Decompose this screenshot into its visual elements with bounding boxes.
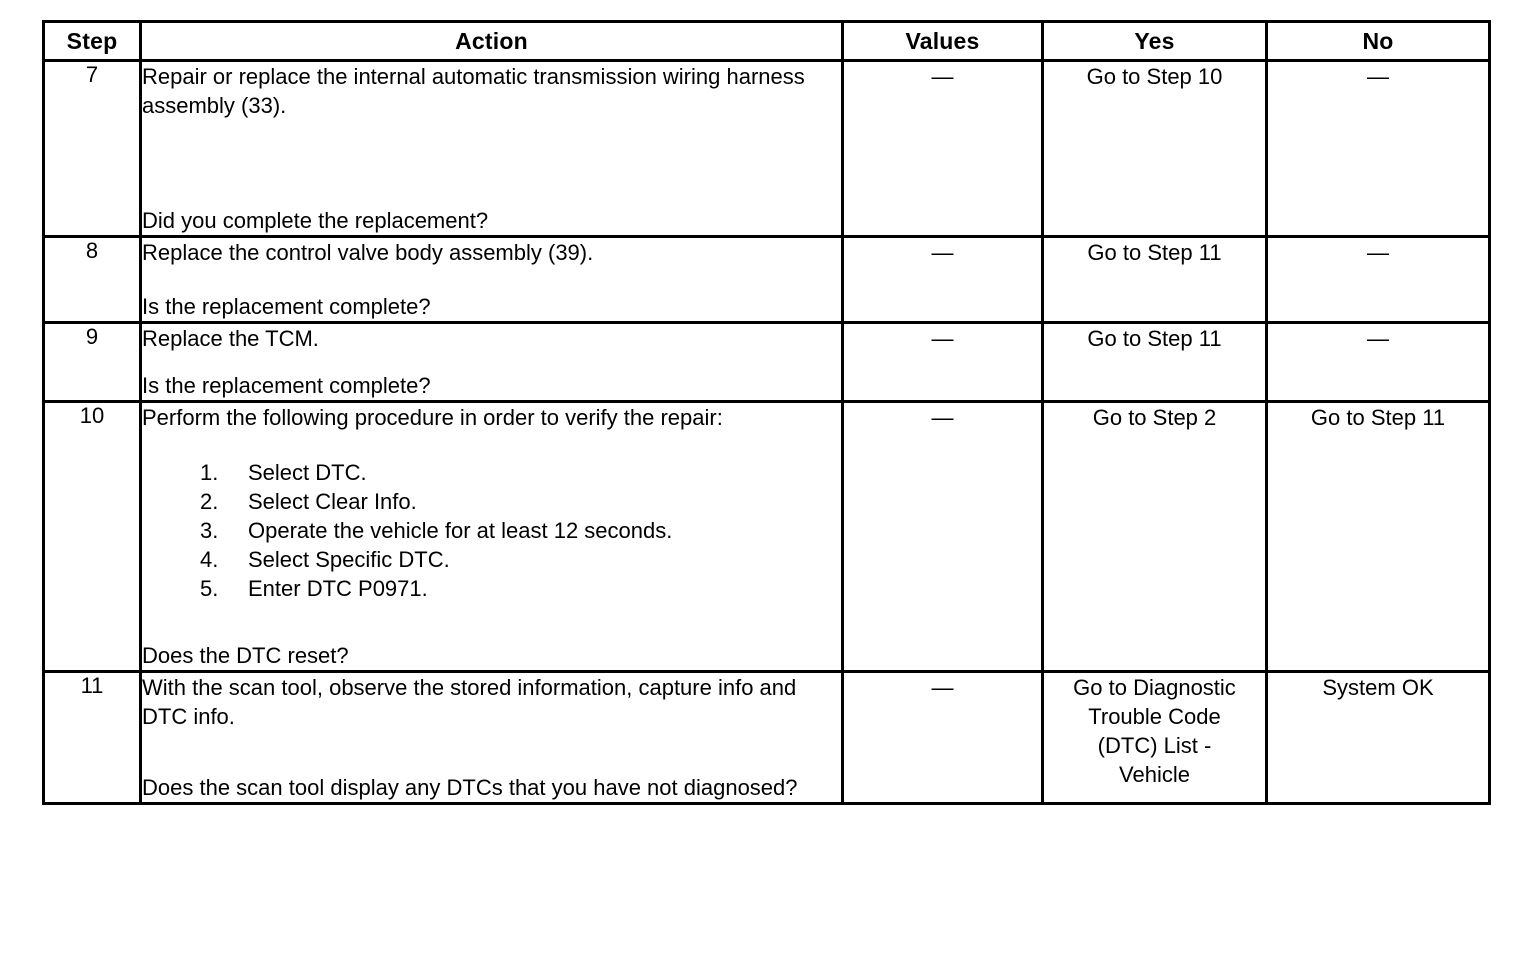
table-header: Step Action Values Yes No <box>42 20 1491 62</box>
spacer <box>142 603 841 641</box>
yes-result-cell: Go to Step 2 <box>1041 400 1268 673</box>
values-cell: — <box>841 400 1044 673</box>
column-header-yes: Yes <box>1041 20 1268 62</box>
action-question: Did you complete the replacement? <box>142 208 489 233</box>
list-item: Select DTC. <box>200 458 367 487</box>
yes-result-cell: Go to Step 11 <box>1041 321 1268 403</box>
action-instruction: Replace the TCM. <box>142 326 319 351</box>
action-cell: Replace the TCM. Is the replacement comp… <box>139 321 844 403</box>
table-row: 10 Perform the following procedure in or… <box>42 400 1491 673</box>
action-instruction: With the scan tool, observe the stored i… <box>142 675 797 729</box>
column-header-step: Step <box>42 20 142 62</box>
yes-result-cell: Go to Diagnostic Trouble Code (DTC) List… <box>1041 670 1268 805</box>
action-question: Is the replacement complete? <box>142 294 431 319</box>
values-cell: — <box>841 321 1044 403</box>
action-question: Does the scan tool display any DTCs that… <box>142 775 798 800</box>
spacer <box>142 267 841 292</box>
table-row: 7 Repair or replace the internal automat… <box>42 59 1491 238</box>
step-number-cell: 11 <box>42 670 142 805</box>
step-number-cell: 7 <box>42 59 142 238</box>
action-instruction: Replace the control valve body assembly … <box>142 240 594 265</box>
action-instruction: Perform the following procedure in order… <box>142 405 723 430</box>
no-result-cell: Go to Step 11 <box>1265 400 1491 673</box>
spacer <box>142 353 841 371</box>
action-cell: Repair or replace the internal automatic… <box>139 59 844 238</box>
table-row: 9 Replace the TCM. Is the replacement co… <box>42 321 1491 403</box>
action-instruction: Repair or replace the internal automatic… <box>142 64 805 118</box>
spacer <box>142 432 841 458</box>
diagnostic-procedure-table: Step Action Values Yes No 7 Repair or re… <box>42 20 1491 805</box>
column-header-values: Values <box>841 20 1044 62</box>
values-cell: — <box>841 59 1044 238</box>
no-result-cell: — <box>1265 59 1491 238</box>
values-cell: — <box>841 670 1044 805</box>
step-number-cell: 9 <box>42 321 142 403</box>
action-cell: Replace the control valve body assembly … <box>139 235 844 324</box>
list-item: Select Clear Info. <box>200 487 417 516</box>
action-cell: Perform the following procedure in order… <box>139 400 844 673</box>
table-header-row: Step Action Values Yes No <box>42 20 1491 62</box>
values-cell: — <box>841 235 1044 324</box>
action-question: Is the replacement complete? <box>142 373 431 398</box>
column-header-no: No <box>1265 20 1491 62</box>
spacer <box>142 731 841 773</box>
table-row: 8 Replace the control valve body assembl… <box>42 235 1491 324</box>
table-body: 7 Repair or replace the internal automat… <box>42 59 1491 805</box>
procedure-list: Select DTC. Select Clear Info. Operate t… <box>142 458 841 603</box>
spacer <box>142 120 841 206</box>
yes-result-line: Trouble Code <box>1088 704 1221 729</box>
list-item: Enter DTC P0971. <box>200 574 428 603</box>
yes-result-line: Vehicle <box>1119 762 1190 787</box>
column-header-action: Action <box>139 20 844 62</box>
step-number-cell: 8 <box>42 235 142 324</box>
yes-result-text: Go to Diagnostic Trouble Code (DTC) List… <box>1044 673 1265 789</box>
table-row: 11 With the scan tool, observe the store… <box>42 670 1491 805</box>
no-result-cell: — <box>1265 235 1491 324</box>
action-question: Does the DTC reset? <box>142 643 349 668</box>
no-result-cell: — <box>1265 321 1491 403</box>
yes-result-cell: Go to Step 10 <box>1041 59 1268 238</box>
yes-result-line: Go to Diagnostic <box>1073 675 1236 700</box>
yes-result-cell: Go to Step 11 <box>1041 235 1268 324</box>
step-number-cell: 10 <box>42 400 142 673</box>
list-item: Operate the vehicle for at least 12 seco… <box>200 516 673 545</box>
yes-result-line: (DTC) List - <box>1097 733 1212 758</box>
no-result-cell: System OK <box>1265 670 1491 805</box>
list-item: Select Specific DTC. <box>200 545 450 574</box>
action-cell: With the scan tool, observe the stored i… <box>139 670 844 805</box>
